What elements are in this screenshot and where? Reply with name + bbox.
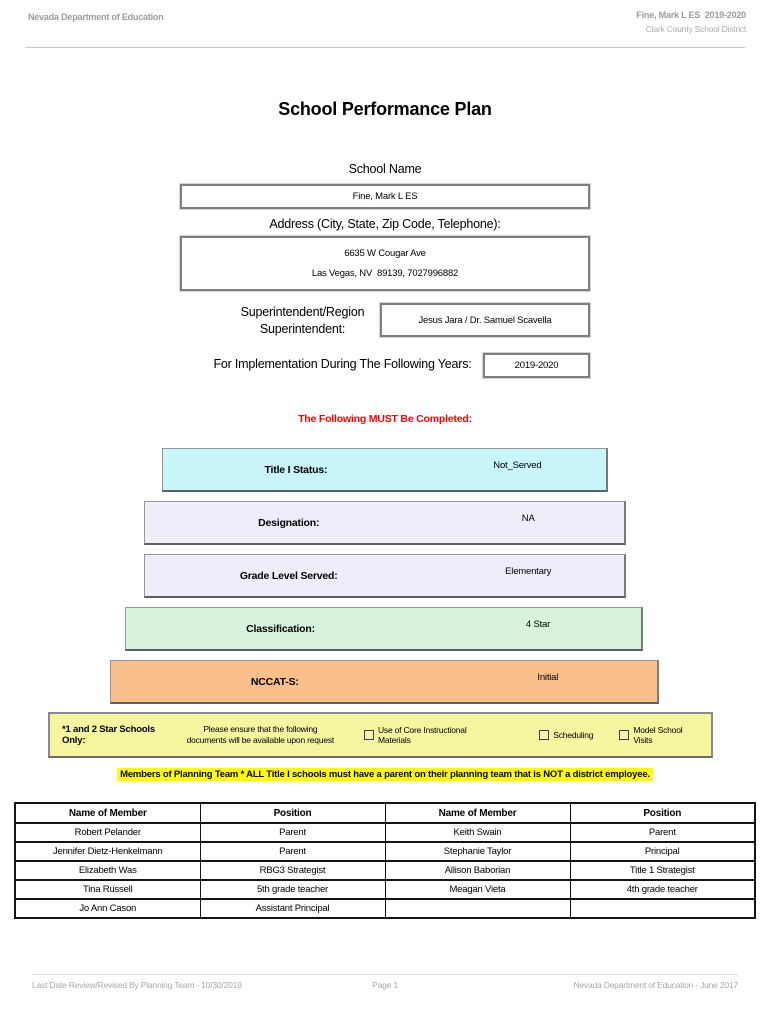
- designation-label: Designation:: [258, 516, 320, 529]
- col-header-name-1: Name of Member: [14, 802, 201, 824]
- page-title: School Performance Plan: [278, 99, 492, 119]
- member-name-cell: Tina Russell: [14, 879, 201, 900]
- footer-page-number: Page 1: [372, 980, 398, 990]
- member-position-cell: Assistant Principal: [199, 898, 386, 919]
- footer-divider: [32, 974, 738, 975]
- grade-level-label: Grade Level Served:: [239, 569, 338, 582]
- must-complete-notice: The Following MUST Be Completed:: [298, 413, 472, 425]
- checkbox-item-scheduling: Scheduling: [539, 730, 594, 740]
- title-i-status-label: Title I Status:: [264, 463, 328, 476]
- member-position-cell: 4th grade teacher: [569, 879, 756, 900]
- classification-value: 4 Star: [525, 619, 551, 630]
- checkbox-item-model-visits: Model School Visits: [619, 725, 701, 745]
- table-row: Robert Pelander Parent Keith Swain Paren…: [14, 822, 756, 843]
- member-position-cell: Parent: [199, 841, 386, 862]
- table-row: Jo Ann Cason Assistant Principal: [14, 898, 756, 919]
- table-row: Elizabeth Was RBG3 Strategist Allison Ba…: [14, 860, 756, 881]
- implementation-years-label: For Implementation During The Following …: [213, 357, 472, 371]
- table-row: Jennifer Dietz-Henkelmann Parent Stephan…: [14, 841, 756, 862]
- planning-team-notice: Members of Planning Team * ALL Title I s…: [0, 764, 770, 782]
- col-header-position-1: Position: [199, 802, 386, 824]
- col-header-name-2: Name of Member: [384, 802, 571, 824]
- title-i-status-value: Not_Served: [493, 460, 542, 471]
- address-line1: 6635 W Cougar Ave: [344, 247, 426, 259]
- header-school-year: Fine, Mark L ES 2019-2020: [636, 10, 746, 20]
- member-name-cell: Keith Swain: [384, 822, 571, 843]
- superintendent-field[interactable]: Jesus Jara / Dr. Samuel Scavella: [380, 303, 590, 337]
- member-name-cell: Stephanie Taylor: [384, 841, 571, 862]
- table-row: Tina Russell 5th grade teacher Meagan Vi…: [14, 879, 756, 900]
- core-materials-checkbox-label: Use of Core Instructional Materials: [377, 725, 467, 745]
- school-name-value: Fine, Mark L ES: [352, 191, 418, 202]
- member-name-cell: Robert Pelander: [14, 822, 201, 843]
- superintendent-label-line2: Superintendent:: [259, 322, 346, 336]
- nccat-s-label: NCCAT-S:: [250, 675, 299, 688]
- school-name-field[interactable]: Fine, Mark L ES: [180, 184, 590, 209]
- implementation-years-value: 2019-2020: [514, 360, 559, 371]
- status-row-nccat-s: NCCAT-S: Initial: [110, 660, 659, 704]
- footer-right-text: Nevada Department of Education - June 20…: [573, 980, 738, 990]
- footer-left-text: Last Date Review/Revised By Planning Tea…: [32, 980, 242, 990]
- model-visits-checkbox[interactable]: [619, 730, 630, 740]
- scheduling-checkbox[interactable]: [539, 730, 550, 740]
- address-field[interactable]: 6635 W Cougar Ave Las Vegas, NV 89139, 7…: [180, 236, 590, 291]
- member-position-cell: 5th grade teacher: [199, 879, 386, 900]
- member-position-cell: Principal: [569, 841, 756, 862]
- header-divider: [25, 47, 745, 48]
- header-right-block: Fine, Mark L ES 2019-2020 Clark County S…: [636, 10, 746, 34]
- member-position-cell: RBG3 Strategist: [199, 860, 386, 881]
- star-schools-note: Please ensure that the following documen…: [183, 724, 338, 746]
- checkbox-item-core-materials: Use of Core Instructional Materials: [363, 725, 497, 745]
- member-name-cell: Jennifer Dietz-Henkelmann: [14, 841, 201, 862]
- planning-team-notice-text: Members of Planning Team * ALL Title I s…: [117, 768, 653, 781]
- member-name-cell: Jo Ann Cason: [14, 898, 201, 919]
- star-schools-note-line2: documents will be available upon request: [186, 735, 335, 745]
- planning-team-table: Name of Member Position Name of Member P…: [14, 802, 756, 919]
- superintendent-label: Superintendent/Region Superintendent:: [195, 304, 410, 338]
- header-district: Clark County School District: [645, 24, 746, 34]
- member-name-cell: Elizabeth Was: [14, 860, 201, 881]
- table-header-row: Name of Member Position Name of Member P…: [14, 802, 756, 824]
- implementation-years-field[interactable]: 2019-2020: [483, 353, 590, 378]
- star-schools-note-line1: Please ensure that the following: [203, 724, 318, 734]
- col-header-position-2: Position: [569, 802, 756, 824]
- model-visits-checkbox-label: Model School Visits: [633, 725, 683, 745]
- star-schools-band: *1 and 2 Star Schools Only: Please ensur…: [48, 712, 713, 758]
- address-label: Address (City, State, Zip Code, Telephon…: [269, 217, 501, 231]
- header-left-text: Nevada Department of Education: [28, 12, 164, 22]
- school-name-label: School Name: [348, 162, 422, 176]
- member-name-cell: Allison Baborian: [384, 860, 571, 881]
- status-row-designation: Designation: NA: [144, 501, 626, 545]
- member-position-cell: Title 1 Strategist: [569, 860, 756, 881]
- member-name-cell: [384, 898, 571, 919]
- member-position-cell: Parent: [199, 822, 386, 843]
- scheduling-checkbox-label: Scheduling: [553, 730, 594, 740]
- core-materials-checkbox[interactable]: [363, 730, 374, 740]
- status-row-grade-level: Grade Level Served: Elementary: [144, 554, 626, 598]
- address-line2: Las Vegas, NV 89139, 7027996882: [311, 268, 459, 280]
- footer: Last Date Review/Revised By Planning Tea…: [32, 980, 738, 990]
- member-position-cell: [569, 898, 756, 919]
- superintendent-value: Jesus Jara / Dr. Samuel Scavella: [418, 314, 552, 326]
- member-name-cell: Meagan Vieta: [384, 879, 571, 900]
- nccat-s-value: Initial: [537, 672, 559, 683]
- star-schools-label: *1 and 2 Star Schools Only:: [62, 724, 155, 746]
- classification-label: Classification:: [246, 622, 315, 635]
- designation-value: NA: [521, 513, 535, 524]
- superintendent-label-line1: Superintendent/Region: [240, 305, 365, 319]
- member-position-cell: Parent: [569, 822, 756, 843]
- grade-level-value: Elementary: [505, 566, 552, 577]
- status-row-title-i: Title I Status: Not_Served: [162, 448, 608, 492]
- status-row-classification: Classification: 4 Star: [125, 607, 643, 651]
